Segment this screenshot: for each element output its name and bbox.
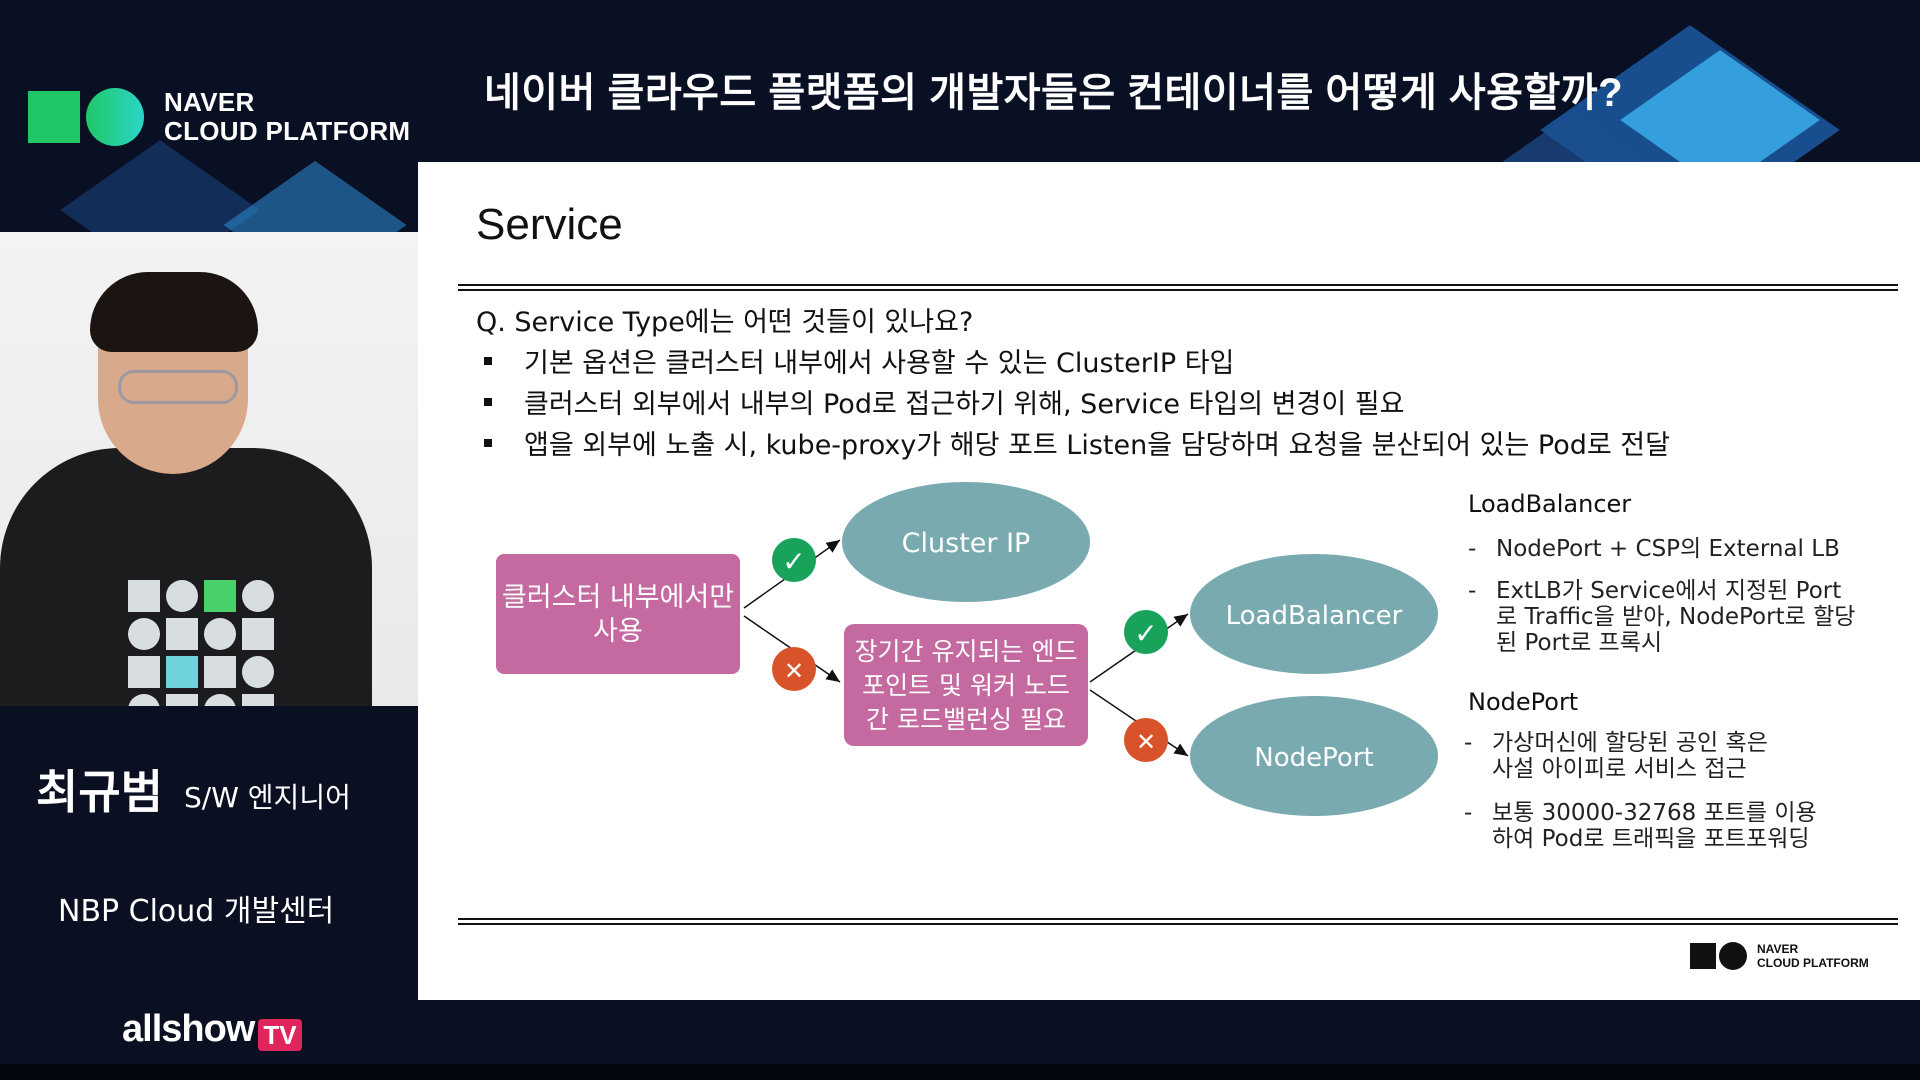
brand-circle-icon bbox=[86, 88, 144, 146]
cluster-ip-ellipse bbox=[842, 482, 1090, 602]
middle-box-line2: 포인트 및 워커 노드 bbox=[862, 671, 1070, 700]
bullet-item: 앱을 외부에 노출 시, kube-proxy가 해당 포트 Listen을 담… bbox=[476, 422, 1670, 463]
cluster-ip-label: Cluster IP bbox=[902, 528, 1031, 559]
footer-circle-icon bbox=[1719, 942, 1747, 970]
tv-badge: TV bbox=[258, 1019, 302, 1051]
speaker-camera-feed bbox=[0, 232, 418, 706]
footer-divider bbox=[458, 918, 1898, 925]
start-box-line2: 사용 bbox=[593, 616, 643, 647]
bullet-dot-icon bbox=[484, 397, 492, 406]
brand-line1: NAVER bbox=[164, 87, 255, 117]
footer-naver-logo: NAVER CLOUD PLATFORM bbox=[1690, 942, 1869, 970]
middle-box-line1: 장기간 유지되는 엔드 bbox=[855, 637, 1078, 666]
start-box-line1: 클러스터 내부에서만 bbox=[502, 582, 734, 613]
cross-icon: ✕ bbox=[772, 647, 816, 691]
bullet-list: 기본 옵션은 클러스터 내부에서 사용할 수 있는 ClusterIP 타입 클… bbox=[476, 340, 1670, 463]
footer-logo-line2: CLOUD PLATFORM bbox=[1757, 956, 1869, 970]
footer-logo-line1: NAVER bbox=[1757, 942, 1799, 956]
naver-cloud-brand: NAVER CLOUD PLATFORM bbox=[28, 88, 410, 146]
start-box bbox=[496, 554, 740, 674]
svg-text:✓: ✓ bbox=[1134, 617, 1157, 650]
bullet-dot-icon bbox=[484, 356, 492, 365]
nodeport-label: NodePort bbox=[1254, 743, 1373, 773]
middle-box-line3: 간 로드밸런싱 필요 bbox=[866, 705, 1066, 734]
bullet-dot-icon bbox=[484, 438, 492, 447]
cross-icon: ✕ bbox=[1124, 718, 1168, 762]
speaker-info-box bbox=[0, 706, 418, 1080]
check-icon: ✓ bbox=[1124, 610, 1168, 654]
bullet-item: 기본 옵션은 클러스터 내부에서 사용할 수 있는 ClusterIP 타입 bbox=[476, 340, 1670, 381]
np-item: - 가상머신에 할당된 공인 혹은 사설 아이피로 서비스 접근 bbox=[1464, 730, 1768, 782]
speaker-org: NBP Cloud 개발센터 bbox=[58, 894, 335, 929]
brand-text: NAVER CLOUD PLATFORM bbox=[164, 88, 410, 146]
np-item: - 보통 30000-32768 포트를 이용 하여 Pod로 트래픽을 포트포… bbox=[1464, 800, 1817, 852]
speaker-name: 최규범 bbox=[36, 765, 163, 819]
np-title: NodePort bbox=[1468, 688, 1579, 716]
title-divider bbox=[458, 284, 1898, 291]
svg-text:✕: ✕ bbox=[784, 657, 804, 685]
loadbalancer-label: LoadBalancer bbox=[1226, 601, 1403, 631]
footer-square-icon bbox=[1690, 943, 1716, 969]
middle-box bbox=[844, 624, 1088, 746]
allshow-tv-logo: allshow TV bbox=[122, 1008, 302, 1051]
loadbalancer-ellipse bbox=[1190, 554, 1438, 674]
lb-item: - NodePort + CSP의 External LB bbox=[1468, 536, 1840, 562]
slide-question: Q. Service Type에는 어떤 것들이 있나요? bbox=[476, 307, 974, 338]
lb-item: - ExtLB가 Service에서 지정된 Port 로 Traffic을 받… bbox=[1468, 578, 1856, 656]
allshow-text: allshow bbox=[122, 1008, 255, 1050]
check-icon: ✓ bbox=[772, 538, 816, 582]
svg-text:✕: ✕ bbox=[1136, 728, 1156, 756]
speaker-hair bbox=[90, 272, 258, 352]
shirt-logo-grid bbox=[128, 580, 274, 706]
bottom-bar bbox=[0, 1064, 1920, 1080]
bullet-item: 클러스터 외부에서 내부의 Pod로 접근하기 위해, Service 타입의 … bbox=[476, 381, 1670, 422]
brand-square-icon bbox=[28, 91, 80, 143]
presentation-slide: Service Q. Service Type에는 어떤 것들이 있나요? 기본… bbox=[418, 162, 1920, 1000]
nodeport-ellipse bbox=[1190, 696, 1438, 816]
speaker-glasses bbox=[118, 370, 238, 404]
brand-line2: CLOUD PLATFORM bbox=[164, 116, 411, 146]
svg-text:✓: ✓ bbox=[782, 545, 805, 578]
slide-title: Service bbox=[476, 200, 623, 249]
speaker-role: S/W 엔지니어 bbox=[184, 781, 351, 814]
broadcast-headline: 네이버 클라우드 플랫폼의 개발자들은 컨테이너를 어떻게 사용할까? bbox=[484, 71, 1624, 115]
service-type-diagram: 클러스터 내부에서만 사용 Cluster IP 장기간 유지되는 엔드 포인트… bbox=[496, 482, 1438, 816]
lb-title: LoadBalancer bbox=[1468, 490, 1632, 518]
